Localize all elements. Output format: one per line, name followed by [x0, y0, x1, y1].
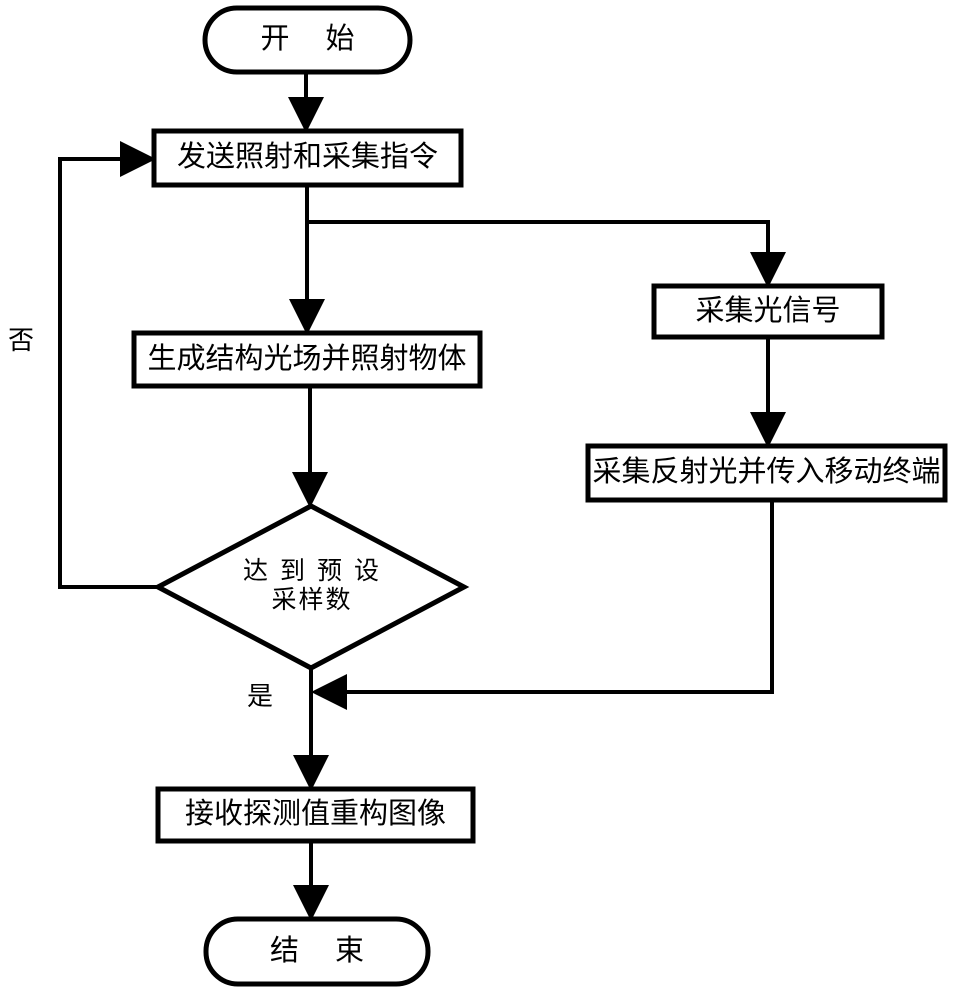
node-shape-start: [202, 5, 413, 75]
node-shape-collect-reflect: [585, 443, 948, 503]
node-shape-send-cmd: [151, 128, 464, 188]
edge-send-cmd-to-collect-signal: [307, 220, 786, 288]
node-shape-collect-signal: [651, 283, 885, 340]
node-shape-decision: [152, 503, 470, 671]
node-shape-reconstruct: [155, 786, 476, 844]
node-shape-gen-field: [131, 330, 483, 389]
edge-collect-reflect-to-reconstruct: [311, 500, 774, 710]
node-shape-end: [203, 916, 431, 987]
edge-decision-no-to-send-cmd: [58, 141, 158, 589]
